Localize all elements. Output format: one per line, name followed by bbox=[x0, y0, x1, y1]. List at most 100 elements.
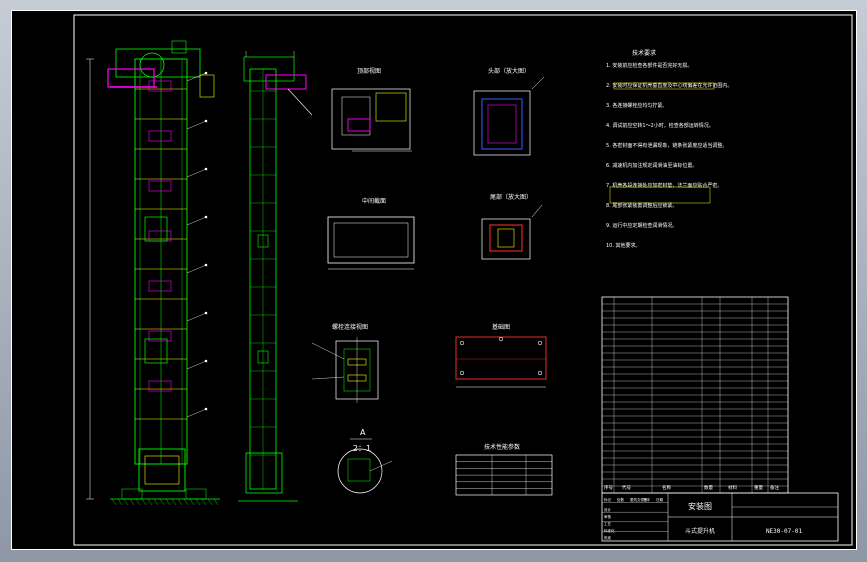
drive-unit bbox=[107, 68, 155, 88]
head-hood bbox=[171, 40, 187, 54]
casing-segment-mark bbox=[148, 180, 172, 192]
boot-leader bbox=[531, 204, 543, 218]
note-line: 5. 各密封面不得有泄漏现象，链条张紧度应适当调整。 bbox=[606, 142, 727, 149]
tb-label: 标记 bbox=[604, 497, 612, 502]
top-view-outline bbox=[331, 88, 411, 150]
drawing-number: NE30-07-01 bbox=[766, 528, 803, 535]
note-highlight bbox=[609, 186, 711, 204]
inspection-door bbox=[144, 216, 168, 242]
view-title-boot: 尾部（放大图） bbox=[490, 193, 532, 201]
param-table-title: 技术性能参数 bbox=[484, 443, 520, 451]
top-view-inner bbox=[341, 96, 371, 136]
technical-parameter-table: 技术性能参数 bbox=[455, 443, 553, 496]
bom-header: 材料 bbox=[728, 484, 737, 491]
view-title-head: 头部（放大图） bbox=[488, 67, 530, 75]
view-title-top: 顶部视图 bbox=[357, 67, 381, 75]
inspection-door bbox=[144, 338, 168, 364]
note-line: 9. 运行中应定期检查润滑情况。 bbox=[606, 222, 677, 229]
top-view-detail: 顶部视图 bbox=[331, 67, 412, 152]
discharge-chute bbox=[199, 74, 215, 98]
hatch bbox=[135, 498, 141, 506]
note-highlight bbox=[613, 82, 715, 90]
bom-header: 名称 bbox=[662, 484, 671, 491]
hatch bbox=[159, 498, 165, 506]
side-door bbox=[257, 350, 269, 364]
bolt-leader bbox=[311, 342, 345, 360]
anchor-bolt bbox=[498, 336, 504, 342]
tb-label: 标准化 bbox=[604, 528, 615, 533]
bom-header: 重量 bbox=[754, 484, 763, 491]
detail-content bbox=[347, 458, 371, 482]
note-line: 8. 尾部张紧装置调整后应锁紧。 bbox=[606, 202, 677, 209]
head-detail-outline bbox=[473, 90, 531, 156]
detail-label: A bbox=[360, 428, 366, 437]
drawing-subname: 斗式提升机 bbox=[685, 527, 715, 535]
leader-line bbox=[186, 168, 207, 178]
leader-line bbox=[186, 72, 207, 82]
side-head bbox=[243, 56, 295, 82]
leader-line bbox=[186, 264, 207, 274]
detail-circle bbox=[337, 448, 383, 494]
head-detail-core bbox=[487, 104, 517, 144]
tb-label: 审核 bbox=[604, 514, 612, 519]
hatch bbox=[123, 498, 129, 506]
hatch bbox=[141, 498, 147, 506]
anchor-bolt bbox=[459, 340, 465, 346]
casing-segment-mark bbox=[148, 230, 172, 242]
top-view-motor bbox=[347, 118, 371, 132]
notes-title: 技术要求 bbox=[632, 49, 656, 57]
head-housing bbox=[115, 48, 201, 78]
casing-segment-mark bbox=[148, 330, 172, 342]
side-drive bbox=[265, 74, 307, 90]
front-elevation-view bbox=[86, 40, 220, 506]
bolt bbox=[347, 374, 367, 382]
hatch bbox=[177, 498, 183, 506]
side-elevation-view bbox=[238, 51, 313, 502]
side-leader bbox=[287, 88, 313, 116]
leader-line bbox=[186, 120, 207, 130]
hatch bbox=[189, 498, 195, 506]
hatch bbox=[195, 498, 201, 506]
bom-header: 备注 bbox=[770, 484, 779, 491]
bill-of-materials: 序号代号名称数量材料重量备注 bbox=[601, 296, 789, 494]
tb-label: 更改文件号 bbox=[630, 497, 648, 502]
boot-section bbox=[138, 448, 186, 492]
anchor-bolt bbox=[537, 340, 543, 346]
casing-segment-mark bbox=[148, 280, 172, 292]
bolt-connection-view: 螺栓连接视图 bbox=[311, 323, 379, 403]
bom-header: 代号 bbox=[622, 484, 631, 491]
detail-scale: 2：1 bbox=[353, 444, 371, 453]
hatch bbox=[171, 498, 177, 506]
bom-header: 序号 bbox=[604, 484, 613, 491]
note-line: 7. 机壳各段连接处应加密封垫，法兰面应贴合严密。 bbox=[606, 182, 722, 189]
foundation-outline bbox=[455, 336, 547, 380]
leader-line bbox=[186, 216, 207, 226]
hatch bbox=[153, 498, 159, 506]
hatch bbox=[129, 498, 135, 506]
side-door bbox=[257, 234, 269, 248]
tb-label: 日期 bbox=[656, 497, 664, 502]
head-sprocket bbox=[139, 52, 165, 78]
view-title-middle: 中间截面 bbox=[362, 197, 386, 205]
tb-label: 处数 bbox=[617, 497, 625, 502]
note-line: 6. 减速机内加注规定润滑油至油标位置。 bbox=[606, 162, 697, 169]
anchor-bolt bbox=[459, 370, 465, 376]
hatch bbox=[201, 498, 207, 506]
casing-segment-mark bbox=[148, 80, 172, 92]
hatch bbox=[111, 498, 117, 506]
note-line: 4. 调试前应空转1～2小时，检查各部运转情况。 bbox=[606, 122, 714, 129]
note-line: 1. 安装前应检查各部件是否完好无损。 bbox=[606, 62, 692, 69]
middle-section-view: 中间截面 bbox=[327, 197, 415, 270]
boot-detail-view: 尾部（放大图） bbox=[481, 193, 543, 260]
tb-label: 设计 bbox=[604, 507, 612, 512]
casing-segment-mark bbox=[148, 380, 172, 392]
tb-label: 批准 bbox=[604, 535, 612, 540]
tb-label: 签字 bbox=[643, 497, 651, 502]
tb-label: 工艺 bbox=[604, 521, 612, 526]
hatch bbox=[147, 498, 153, 506]
bolt-leader bbox=[311, 376, 345, 380]
